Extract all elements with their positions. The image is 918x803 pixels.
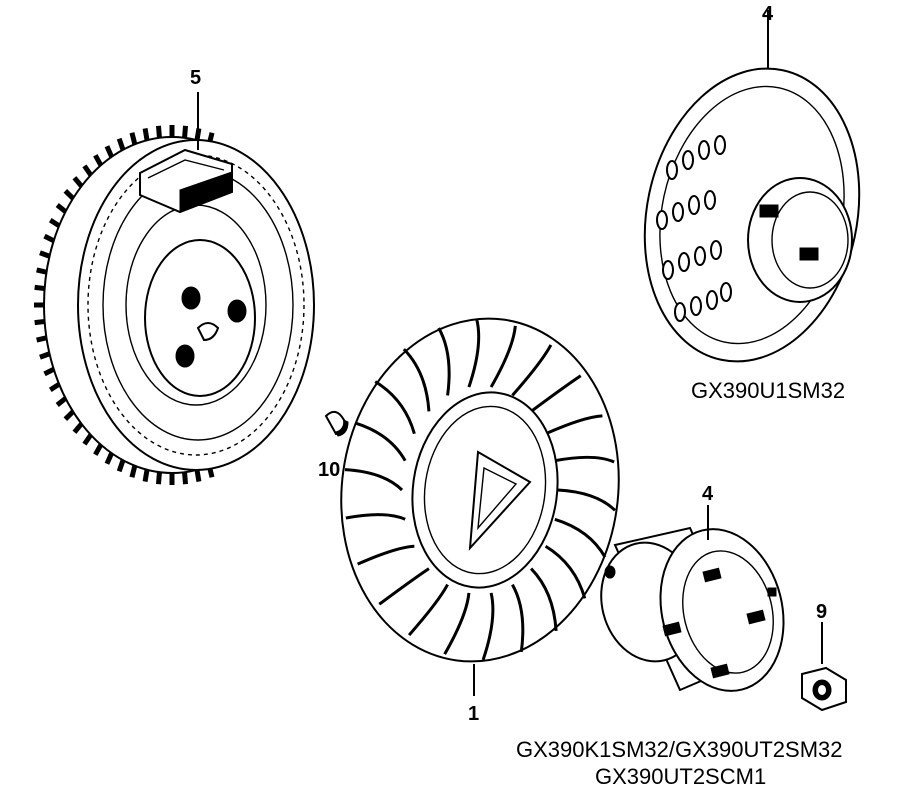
callout-cup-pulley-top: 4 bbox=[762, 3, 774, 25]
perforation-hole bbox=[690, 296, 702, 316]
fan-blade bbox=[530, 374, 582, 413]
gear-tooth bbox=[36, 335, 48, 343]
gear-tooth bbox=[93, 443, 104, 456]
perforation-hole bbox=[682, 150, 694, 170]
fan-blade bbox=[378, 567, 430, 606]
gear-tooth bbox=[182, 471, 189, 485]
fan-blade bbox=[467, 319, 481, 388]
gear-tooth bbox=[43, 367, 55, 377]
fan-blade bbox=[481, 592, 495, 661]
fan-blade bbox=[544, 544, 587, 599]
gear-tooth bbox=[129, 132, 138, 145]
gear-tooth bbox=[48, 218, 61, 228]
gear-tooth bbox=[93, 154, 104, 167]
gear-tooth bbox=[55, 396, 68, 407]
gear-tooth bbox=[39, 250, 51, 259]
fan-blade bbox=[374, 380, 416, 435]
perforation-hole bbox=[662, 260, 674, 280]
model-label-top-right: GX390U1SM32 bbox=[691, 378, 845, 403]
gear-tooth bbox=[182, 125, 189, 139]
gear-tooth bbox=[142, 469, 150, 482]
fan-blade bbox=[345, 513, 406, 521]
cup-pulley-top-part bbox=[643, 10, 861, 363]
fan-blade bbox=[344, 468, 404, 492]
fan-blade bbox=[530, 567, 558, 631]
perforation-hole bbox=[704, 190, 716, 210]
callout-key: 10 bbox=[318, 459, 340, 481]
callout-nut: 9 bbox=[816, 601, 827, 623]
cup-pulley-bottom-part bbox=[600, 505, 785, 692]
callout-cup-pulley-bottom: 4 bbox=[702, 483, 714, 505]
fan-blade bbox=[545, 414, 603, 436]
gear-tooth bbox=[43, 233, 55, 243]
fan-blade bbox=[357, 544, 415, 566]
gear-tooth bbox=[48, 382, 61, 392]
fan-blade bbox=[554, 517, 607, 558]
flywheel-part bbox=[34, 125, 315, 485]
gear-tooth bbox=[155, 125, 162, 139]
perforation-hole bbox=[698, 140, 710, 160]
gear-tooth bbox=[104, 145, 114, 158]
gear-tooth bbox=[116, 459, 126, 473]
fan-blade bbox=[557, 488, 617, 512]
perforation-hole bbox=[714, 135, 726, 155]
perforation-hole bbox=[720, 282, 732, 302]
gear-tooth bbox=[104, 452, 114, 465]
model-label-bottom-line1: GX390K1SM32/GX390UT2SM32 bbox=[516, 737, 843, 762]
gear-tooth bbox=[63, 409, 75, 421]
fan-blade bbox=[511, 583, 525, 653]
gear-tooth bbox=[63, 189, 75, 201]
perforation-hole bbox=[672, 202, 684, 222]
perforation-hole bbox=[710, 240, 722, 260]
gear-tooth bbox=[36, 267, 48, 275]
gear-tooth bbox=[34, 284, 45, 292]
perforation-hole bbox=[678, 252, 690, 272]
model-label-bottom-line2: GX390UT2SCM1 bbox=[595, 764, 766, 789]
callout-flywheel: 5 bbox=[190, 67, 201, 89]
gear-tooth bbox=[72, 422, 84, 434]
gear-tooth bbox=[194, 469, 202, 482]
gear-tooth bbox=[82, 433, 93, 446]
perforation-hole bbox=[656, 210, 668, 230]
gear-tooth bbox=[142, 128, 150, 141]
fan-blades bbox=[344, 319, 617, 661]
fan-blade bbox=[402, 348, 431, 412]
fan-blade bbox=[407, 583, 449, 637]
fan-blade bbox=[354, 421, 407, 462]
fan-blade bbox=[511, 344, 553, 397]
cooling-fan-part bbox=[340, 317, 620, 696]
key-part bbox=[324, 410, 349, 437]
perforation-hole bbox=[666, 160, 678, 180]
fan-blade bbox=[554, 455, 615, 464]
fan-blade bbox=[437, 327, 451, 396]
fan-blade bbox=[489, 325, 517, 388]
gear-tooth bbox=[34, 318, 45, 326]
pulley-perforations bbox=[656, 135, 732, 322]
perforation-hole bbox=[706, 290, 718, 310]
gear-tooth bbox=[82, 164, 93, 177]
perforation-hole bbox=[694, 246, 706, 266]
gear-tooth bbox=[72, 176, 84, 188]
flange-nut-part bbox=[801, 622, 847, 712]
fan-blade bbox=[443, 592, 471, 655]
perforation-hole bbox=[688, 195, 700, 215]
callout-fan: 1 bbox=[468, 703, 479, 725]
gear-tooth bbox=[55, 203, 68, 214]
perforation-hole bbox=[674, 302, 686, 322]
gear-tooth bbox=[116, 137, 126, 151]
gear-tooth bbox=[129, 465, 138, 478]
gear-tooth bbox=[39, 351, 51, 360]
gear-tooth bbox=[155, 471, 162, 485]
